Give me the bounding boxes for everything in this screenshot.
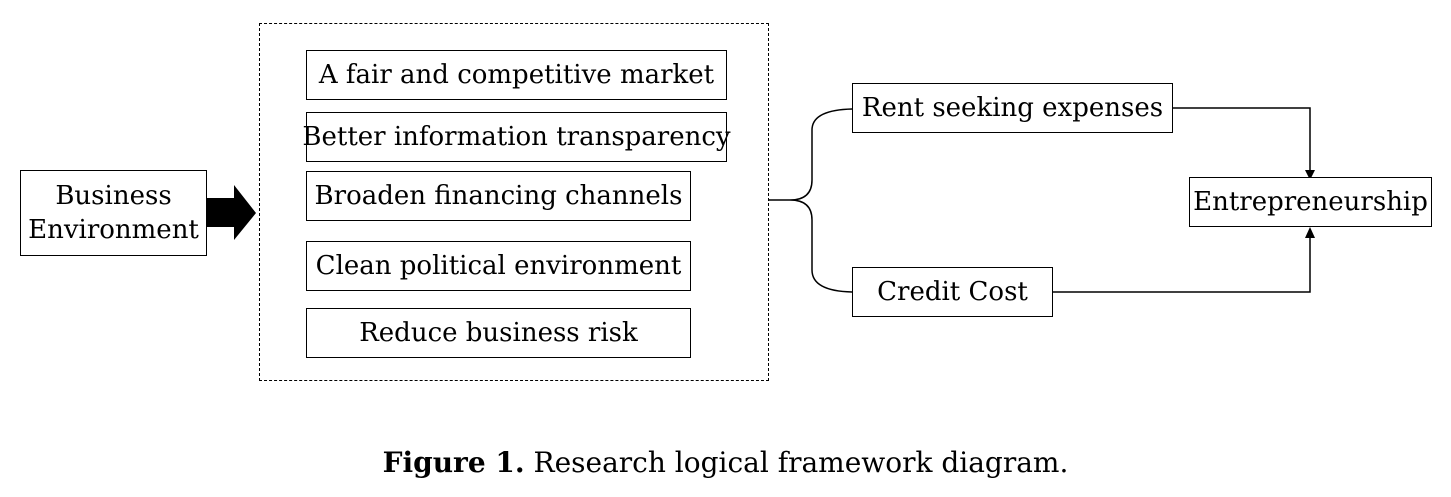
rent-seeking-box: Rent seeking expenses — [852, 83, 1173, 133]
factor-information-transparency: Better information transparency — [302, 112, 731, 162]
entrepreneurship-label: Entrepreneurship — [1193, 187, 1428, 217]
factor-label: Clean political environment — [315, 251, 682, 281]
credit-cost-box: Credit Cost — [852, 267, 1053, 317]
block-arrow — [207, 185, 256, 240]
factor-political-environment: Clean political environment — [306, 241, 691, 291]
factor-label: Broaden financing channels — [314, 181, 683, 211]
factor-label: A fair and competitive market — [318, 60, 715, 90]
factor-business-risk: Reduce business risk — [306, 308, 691, 358]
rent-arrowhead — [1305, 170, 1315, 180]
factor-fair-market: A fair and competitive market — [306, 50, 727, 100]
credit-to-entrepreneurship-line — [1052, 236, 1311, 293]
factor-financing-channels: Broaden financing channels — [306, 171, 691, 221]
brace — [768, 108, 853, 293]
entrepreneurship-box: Entrepreneurship — [1189, 177, 1432, 227]
business-environment-line1: Business — [55, 181, 172, 211]
factor-label: Reduce business risk — [359, 318, 638, 348]
business-environment-box: Business Environment — [20, 170, 207, 256]
business-environment-line2: Environment — [28, 215, 199, 245]
rent-seeking-label: Rent seeking expenses — [861, 93, 1164, 123]
credit-cost-label: Credit Cost — [877, 277, 1028, 307]
factor-label: Better information transparency — [302, 122, 731, 152]
rent-to-entrepreneurship-line — [1172, 107, 1311, 172]
caption-label: Figure 1. — [382, 446, 525, 479]
figure-caption: Figure 1. Research logical framework dia… — [0, 445, 1451, 481]
factors-group — [259, 23, 769, 381]
credit-arrowhead — [1305, 227, 1315, 238]
caption-text: Research logical framework diagram. — [524, 446, 1069, 479]
